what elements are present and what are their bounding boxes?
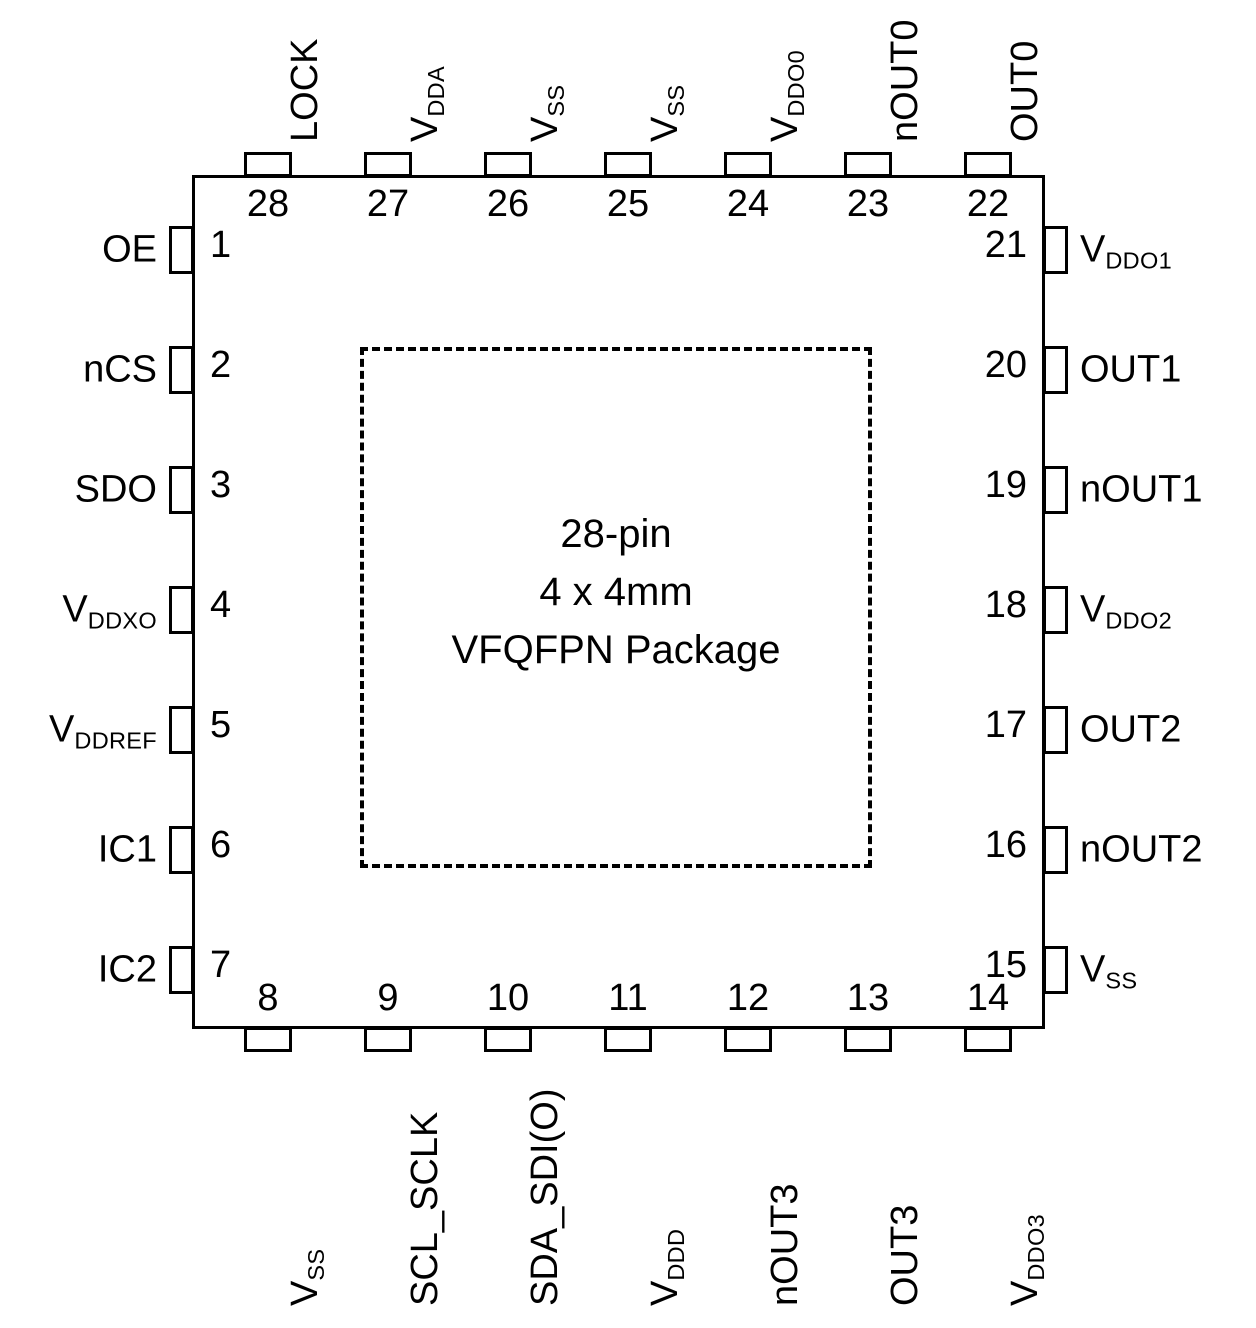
- thermal-pad-dashed-outline: [360, 347, 872, 868]
- pin-number-15: 15: [984, 944, 1027, 986]
- pin-label-2: nCS: [83, 348, 157, 391]
- pin-tab-15[interactable]: [1043, 946, 1068, 994]
- pin-label-7: IC2: [97, 948, 157, 991]
- pin-label-24: VDDO0: [764, 50, 810, 142]
- pin-label-12: nOUT3: [764, 1183, 806, 1306]
- pin-tab-20[interactable]: [1043, 346, 1068, 394]
- pin-tab-26[interactable]: [484, 152, 532, 177]
- pin-number-9: 9: [377, 977, 399, 1019]
- pin-tab-12[interactable]: [724, 1027, 772, 1052]
- pin-label-13: OUT3: [884, 1204, 926, 1306]
- pin-number-13: 13: [846, 977, 890, 1019]
- pin-number-26: 26: [486, 183, 530, 225]
- pin-tab-14[interactable]: [964, 1027, 1012, 1052]
- pin-label-19: nOUT1: [1080, 468, 1203, 511]
- pin-tab-19[interactable]: [1043, 466, 1068, 514]
- pin-label-6: IC1: [97, 828, 157, 871]
- pin-tab-28[interactable]: [244, 152, 292, 177]
- pin-tab-8[interactable]: [244, 1027, 292, 1052]
- pin-label-26: VSS: [524, 84, 570, 142]
- pin-tab-22[interactable]: [964, 152, 1012, 177]
- pin-number-22: 22: [966, 183, 1010, 225]
- pin-label-23: nOUT0: [884, 19, 926, 142]
- pin-number-19: 19: [984, 464, 1027, 506]
- pin-number-5: 5: [210, 704, 232, 746]
- pin-tab-21[interactable]: [1043, 226, 1068, 274]
- pin-number-14: 14: [966, 977, 1010, 1019]
- pin-tab-4[interactable]: [169, 586, 194, 634]
- pin-tab-1[interactable]: [169, 226, 194, 274]
- pin-label-21: VDDO1: [1080, 228, 1172, 274]
- pin-tab-6[interactable]: [169, 826, 194, 874]
- pin-label-25: VSS: [644, 84, 690, 142]
- pin-label-3: SDO: [74, 468, 157, 511]
- package-description-line-2: 4 x 4mm: [539, 570, 693, 614]
- pin-number-11: 11: [608, 977, 648, 1019]
- pin-number-2: 2: [210, 344, 232, 386]
- pin-number-8: 8: [257, 977, 279, 1019]
- pin-number-1: 1: [210, 224, 232, 266]
- pin-number-28: 28: [246, 183, 290, 225]
- pin-tab-23[interactable]: [844, 152, 892, 177]
- pin-label-20: OUT1: [1080, 348, 1182, 391]
- pin-label-15: VSS: [1080, 948, 1138, 994]
- pin-number-10: 10: [486, 977, 530, 1019]
- package-description-line-1: 28-pin: [560, 512, 672, 556]
- pin-number-6: 6: [210, 824, 232, 866]
- pin-number-3: 3: [210, 464, 232, 506]
- pin-number-21: 21: [984, 224, 1027, 266]
- pin-tab-27[interactable]: [364, 152, 412, 177]
- pin-number-27: 27: [366, 183, 410, 225]
- pin-number-20: 20: [984, 344, 1027, 386]
- package-body-outline: [192, 175, 1045, 1029]
- pin-tab-11[interactable]: [604, 1027, 652, 1052]
- pin-tab-16[interactable]: [1043, 826, 1068, 874]
- pin-label-16: nOUT2: [1080, 828, 1203, 871]
- pin-label-9: SCL_SCLK: [404, 1111, 446, 1306]
- pin-label-27: VDDA: [404, 66, 450, 142]
- pin-tab-25[interactable]: [604, 152, 652, 177]
- pin-tab-18[interactable]: [1043, 586, 1068, 634]
- pin-label-17: OUT2: [1080, 708, 1182, 751]
- pin-label-11: VDDD: [644, 1228, 690, 1306]
- pin-label-4: VDDXO: [62, 588, 157, 634]
- pin-number-16: 16: [984, 824, 1027, 866]
- pin-number-7: 7: [210, 944, 232, 986]
- pin-number-23: 23: [846, 183, 890, 225]
- pin-label-18: VDDO2: [1080, 588, 1172, 634]
- pin-number-25: 25: [606, 183, 650, 225]
- pin-number-24: 24: [726, 183, 770, 225]
- pin-label-5: VDDREF: [49, 708, 157, 754]
- package-description: 28-pin 4 x 4mm VFQFPN Package: [360, 505, 872, 679]
- pin-number-17: 17: [984, 704, 1027, 746]
- pin-tab-7[interactable]: [169, 946, 194, 994]
- pin-tab-13[interactable]: [844, 1027, 892, 1052]
- pin-tab-10[interactable]: [484, 1027, 532, 1052]
- pin-tab-17[interactable]: [1043, 706, 1068, 754]
- pin-label-8: VSS: [284, 1248, 330, 1306]
- pin-number-12: 12: [726, 977, 770, 1019]
- pin-number-18: 18: [984, 584, 1027, 626]
- pin-number-4: 4: [210, 584, 232, 626]
- pin-tab-3[interactable]: [169, 466, 194, 514]
- pin-tab-24[interactable]: [724, 152, 772, 177]
- pin-tab-5[interactable]: [169, 706, 194, 754]
- pin-tab-2[interactable]: [169, 346, 194, 394]
- pin-label-10: SDA_SDI(O): [524, 1088, 566, 1306]
- package-description-line-3: VFQFPN Package: [451, 628, 781, 672]
- pin-tab-9[interactable]: [364, 1027, 412, 1052]
- pin-label-22: OUT0: [1004, 40, 1046, 142]
- pin-label-28: LOCK: [284, 38, 326, 142]
- pin-label-14: VDDO3: [1004, 1214, 1050, 1306]
- pin-label-1: OE: [102, 228, 157, 271]
